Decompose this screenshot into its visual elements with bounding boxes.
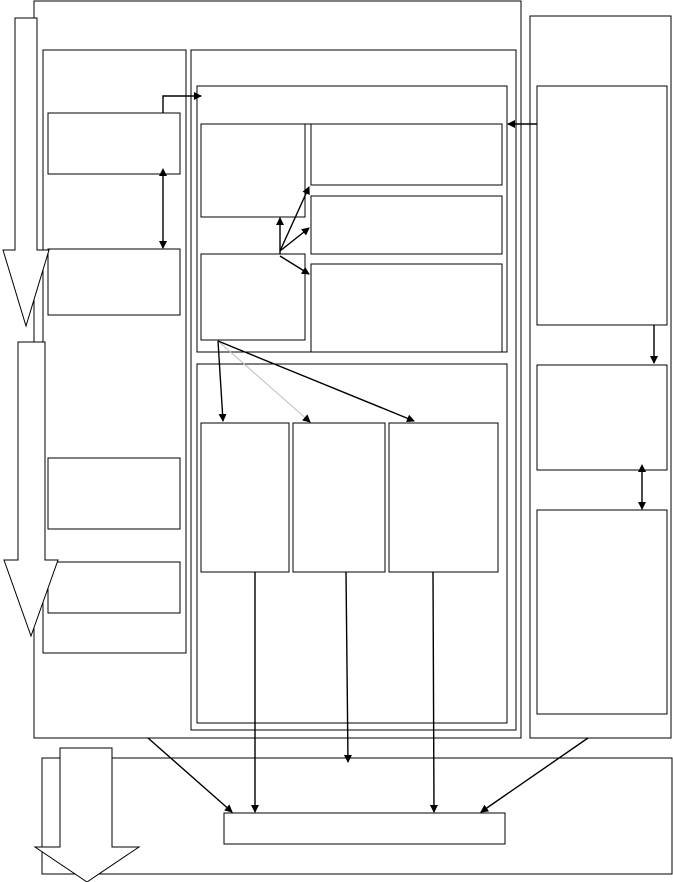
center-inner-left-box-1 [200,123,306,218]
large-down-arrow-2 [3,341,59,638]
center-inner-right-bar-2 [310,195,503,255]
center-lower-box-1 [200,422,290,573]
connector-lower-3-to-bottom [429,571,438,813]
connector-fan-bar2 [279,227,310,252]
center-inner-bracket [305,123,311,353]
left-box-4 [47,561,181,614]
center-inner-right-bar-3 [310,263,503,352]
center-lower-panel [196,363,508,724]
right-outer-frame [529,15,672,739]
center-inner-right-bar-1 [310,123,503,186]
bottom-frame [41,757,673,875]
right-box-2 [536,364,668,471]
center-upper-panel [196,85,508,353]
left-column-panel [42,49,187,654]
connector-right-frame-to-bottom [480,737,589,813]
connector-main-frame-to-bottom [147,737,233,813]
connector-lower-2-to-bottom [343,571,352,763]
connector-to-lower-box-1 [217,340,227,422]
connector-fan-bar3 [279,255,310,275]
left-box-1 [47,112,181,175]
right-box-1 [536,85,668,326]
large-down-arrow-3 [33,747,141,882]
center-lower-box-2 [292,422,386,573]
left-box-3 [47,457,181,530]
large-down-arrow-1 [2,17,50,328]
center-inner-left-box-2 [200,253,306,341]
bottom-target-box [223,812,506,845]
center-lower-box-3 [388,422,499,573]
right-box-3 [536,509,668,715]
connector-to-lower-box-2 [217,340,311,423]
connector-fan-bar1 [279,186,310,252]
connector-left-to-center [162,92,202,113]
main-outer-frame [33,0,522,739]
center-column-panel [190,49,517,731]
left-box-2 [47,248,181,316]
connector-to-lower-box-3 [217,340,415,423]
